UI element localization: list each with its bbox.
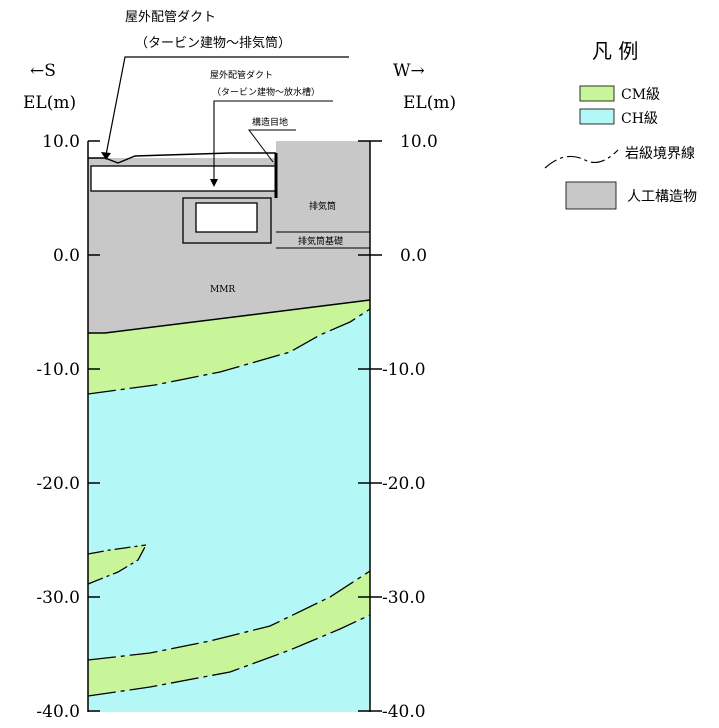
duct-small-leader <box>213 100 333 182</box>
section-body <box>87 141 371 712</box>
mmr-label: MMR <box>210 285 235 295</box>
structural-joint-leader <box>248 129 296 163</box>
legend-label-artificial: 人工構造物 <box>627 189 697 205</box>
right-tick-label: 10.0 <box>400 132 438 152</box>
rock-class-boundary-4 <box>87 570 371 661</box>
duct-large-leader <box>105 56 349 156</box>
cm-rock-zone-lower <box>88 571 370 696</box>
legend-swatch-artificial <box>565 181 617 210</box>
left-axis: ←S EL(m) 10.0 0.0 -10.0 -20.0 -30.0 -40.… <box>23 61 100 722</box>
right-tick-label: -40.0 <box>382 702 426 722</box>
legend-label-boundary: 岩級境界線 <box>625 146 695 162</box>
right-tick-label: 0.0 <box>400 246 427 266</box>
right-unit-label: EL(m) <box>403 93 456 113</box>
rock-class-boundary-2 <box>87 544 147 555</box>
mmr-bottom-boundary <box>88 299 371 334</box>
left-tick-label: -10.0 <box>36 360 80 380</box>
duct-large-label-line2: （タービン建物～排気筒） <box>135 35 291 51</box>
rock-class-boundary-3 <box>87 544 147 585</box>
duct-small-label-line2: （タービン建物～放水槽） <box>212 86 320 98</box>
cm-rock-zone-upper <box>88 300 370 394</box>
right-tick-label: -20.0 <box>382 474 426 494</box>
rock-class-boundary-1 <box>87 308 371 395</box>
duct-small-label-line1: 屋外配管ダクト <box>210 69 273 81</box>
left-tick-label: 0.0 <box>53 246 80 266</box>
duct-small-hollow <box>195 202 258 233</box>
ground-surface-line <box>88 152 276 164</box>
right-tick-label: -30.0 <box>382 588 426 608</box>
annotations: 屋外配管ダクト （タービン建物～排気筒） 屋外配管ダクト （タービン建物～放水槽… <box>101 10 349 295</box>
structural-joint-label: 構造目地 <box>252 116 288 128</box>
stack-block <box>276 141 370 248</box>
left-tick-label: -20.0 <box>36 474 80 494</box>
legend-label-cm: CM級 <box>621 87 660 103</box>
left-tick-label: -30.0 <box>36 588 80 608</box>
stack-foundation-label: 排気筒基礎 <box>298 235 343 247</box>
left-tick-label: 10.0 <box>42 132 80 152</box>
legend: 凡 例 CM級 CH級 岩級境界線 人工構造物 <box>544 39 697 210</box>
legend-label-ch: CH級 <box>621 111 658 127</box>
right-axis: W→ EL(m) 10.0 0.0 -10.0 -20.0 -30.0 -40.… <box>358 61 456 722</box>
left-unit-label: EL(m) <box>23 93 76 113</box>
cm-rock-zone-lens <box>88 545 146 584</box>
stack-label: 排気筒 <box>309 200 336 212</box>
legend-boundary-line-icon <box>544 149 619 169</box>
left-tick-label: -40.0 <box>36 702 80 722</box>
rock-class-boundary-5 <box>87 614 371 697</box>
legend-swatch-ch <box>579 108 615 125</box>
legend-swatch-cm <box>579 85 615 102</box>
duct-large-hollow <box>90 165 277 192</box>
duct-small-leader-arrow <box>210 179 218 187</box>
right-direction-label: W→ <box>393 61 425 81</box>
duct-large-label-line1: 屋外配管ダクト <box>125 10 216 25</box>
legend-title: 凡 例 <box>592 39 638 63</box>
left-direction-label: ←S <box>30 61 56 81</box>
right-tick-label: -10.0 <box>382 360 426 380</box>
duct-large-leader-arrow <box>101 152 111 160</box>
